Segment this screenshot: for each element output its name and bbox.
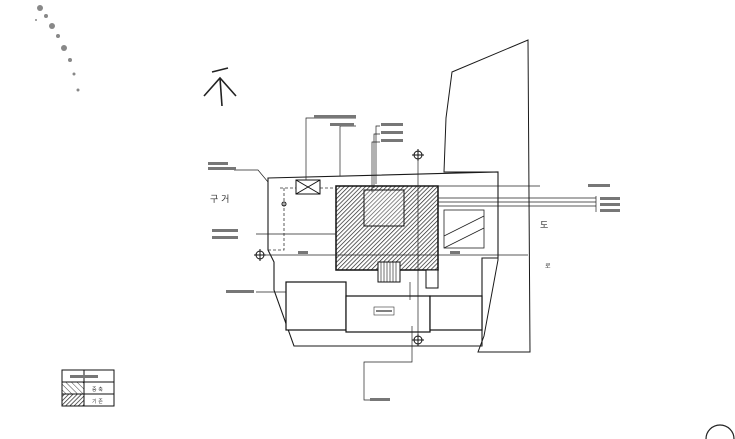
adjacent-parcel [443,39,531,353]
equipment-box [295,179,321,195]
legend: 증 축 기 존 [61,369,115,407]
callout-text-blocks [208,115,620,401]
road-label-right-2: 로 [545,263,551,270]
lower-building-left [285,281,347,331]
road-label-left: 구 거 [210,194,229,205]
legend-row-extension: 증 축 [92,386,103,393]
lower-building-center [345,295,431,333]
entrance-block [425,269,439,289]
corner-stamp [705,424,735,439]
utility-line [268,187,336,251]
stair-treads [380,262,397,282]
dimension-lines [264,159,597,336]
parking-area [443,209,485,249]
north-arrow [203,67,237,107]
road-label-right: 도 [540,221,548,231]
extension-outline [363,189,405,227]
legend-row-existing: 기 존 [92,398,103,405]
scan-noise [35,5,80,92]
stair-block [377,261,401,283]
center-label-box [373,306,395,316]
lower-building-right [429,295,483,331]
existing-building [335,185,439,271]
